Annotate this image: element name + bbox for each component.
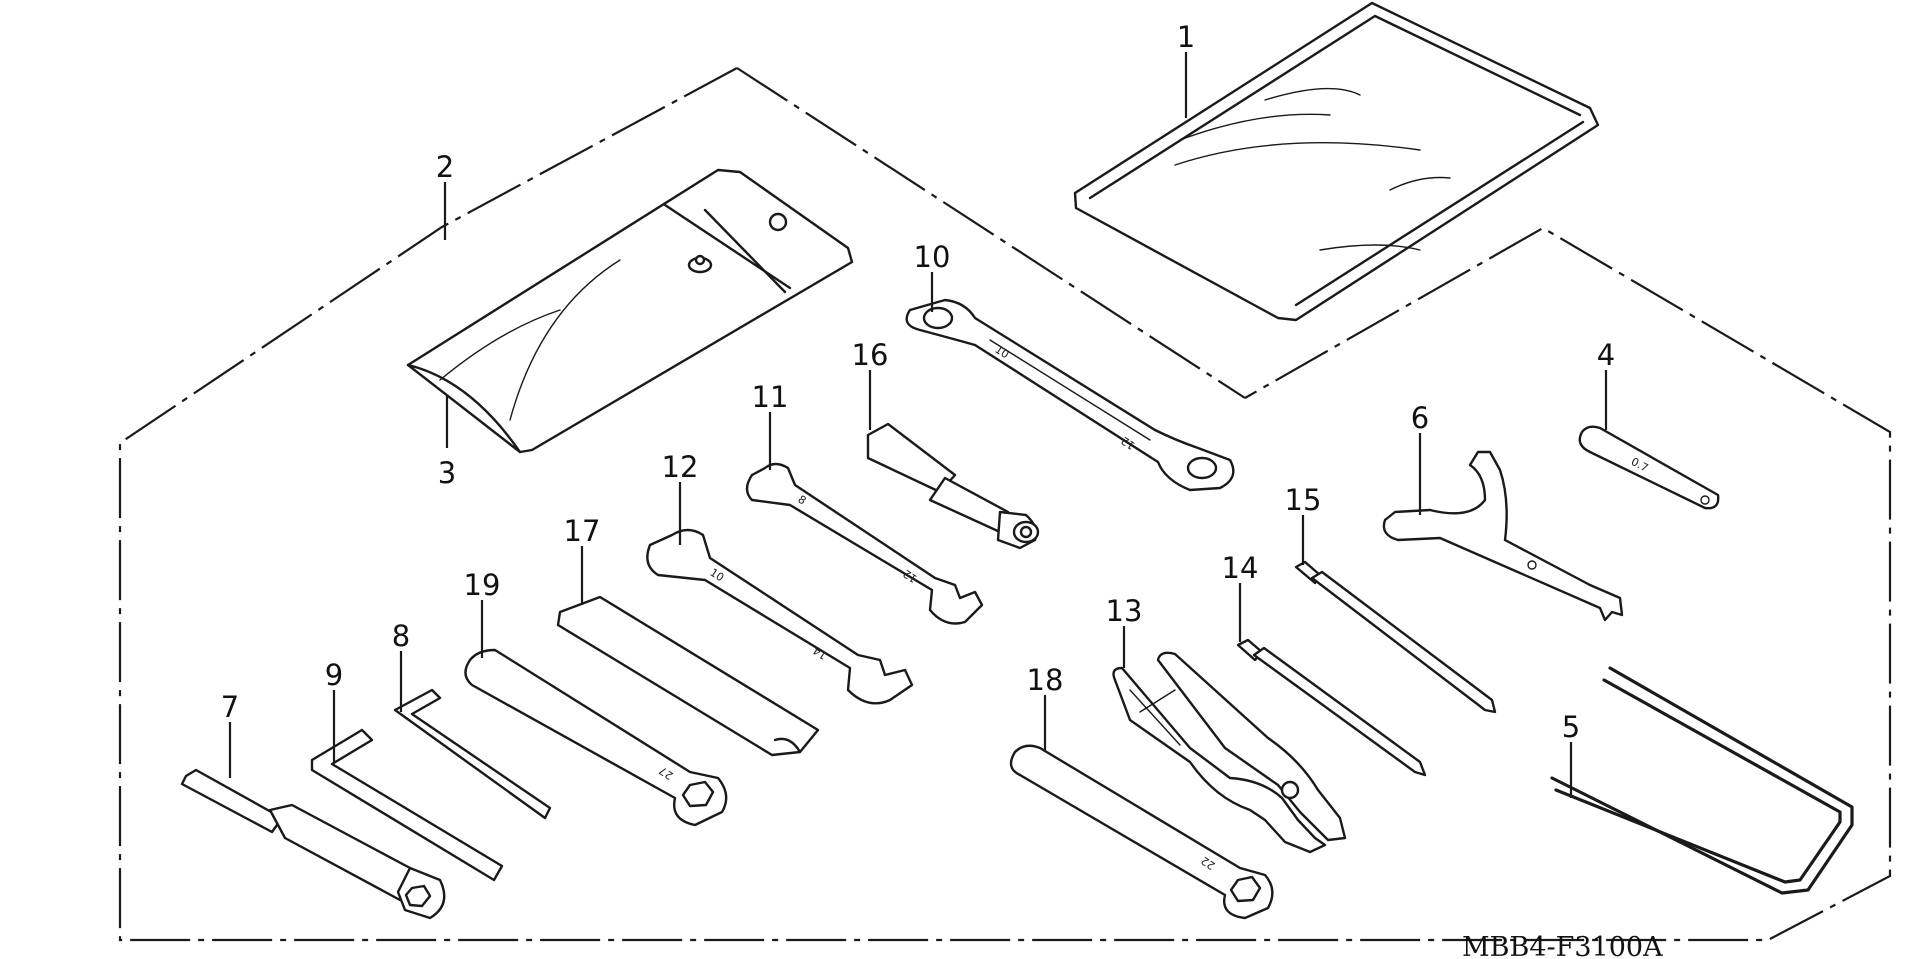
box-wrench-27: 27 bbox=[464, 648, 728, 827]
callout-19: 19 bbox=[464, 568, 501, 602]
callout-1: 1 bbox=[1177, 20, 1195, 54]
feeler-gauge: 0.7 bbox=[1578, 425, 1720, 510]
callout-15: 15 bbox=[1285, 483, 1322, 517]
flat-bar bbox=[556, 595, 820, 757]
callout-18: 18 bbox=[1027, 663, 1064, 697]
pliers bbox=[1112, 651, 1347, 854]
screwdriver-phillips bbox=[1294, 560, 1497, 714]
callout-5: 5 bbox=[1562, 710, 1580, 744]
socket-handle bbox=[866, 422, 1040, 550]
callout-2: 2 bbox=[436, 150, 454, 184]
callout-4: 4 bbox=[1597, 338, 1615, 372]
callout-9: 9 bbox=[325, 658, 343, 692]
callout-8: 8 bbox=[392, 619, 410, 653]
wrench-11-stamp-b: 12 bbox=[901, 567, 920, 586]
callout-numbers: 1 2 3 4 5 6 7 8 9 10 11 12 13 14 15 16 1… bbox=[221, 20, 1615, 744]
kit-boundary bbox=[118, 67, 1892, 942]
wrench-18-stamp: 22 bbox=[1199, 854, 1218, 873]
wrench-12-stamp-a: 10 bbox=[707, 566, 726, 585]
spark-plug-wrench bbox=[180, 768, 446, 920]
wrench-12-stamp-b: 14 bbox=[811, 644, 830, 663]
callout-17: 17 bbox=[564, 514, 601, 548]
hex-key-large bbox=[310, 728, 504, 882]
callout-11: 11 bbox=[752, 380, 789, 414]
callout-7: 7 bbox=[221, 690, 239, 724]
screwdriver-flat bbox=[1236, 638, 1427, 777]
callout-14: 14 bbox=[1222, 551, 1259, 585]
callout-16: 16 bbox=[852, 338, 889, 372]
open-wrench-10x14: 10 14 bbox=[646, 528, 914, 705]
box-wrench-22: 22 bbox=[1009, 744, 1274, 920]
wrench-10-stamp-b: 12 bbox=[1119, 434, 1138, 453]
callout-12: 12 bbox=[662, 450, 699, 484]
ring-wrench-10x12: 10 12 bbox=[905, 298, 1235, 492]
open-wrench-8x12: 8 12 bbox=[745, 462, 984, 625]
diagram-code: MBB4-F3100A bbox=[1462, 932, 1663, 959]
callout-10: 10 bbox=[914, 240, 951, 274]
wrench-19-stamp: 27 bbox=[657, 764, 676, 783]
callout-3: 3 bbox=[438, 456, 456, 490]
tool-wrap bbox=[406, 168, 854, 454]
callout-6: 6 bbox=[1411, 401, 1429, 435]
callout-13: 13 bbox=[1106, 594, 1143, 628]
hook-wire bbox=[1550, 666, 1854, 895]
pin-spanner bbox=[1382, 450, 1624, 622]
leader-lines bbox=[228, 52, 1608, 798]
tool-bag bbox=[1073, 1, 1600, 322]
hex-key-small bbox=[393, 688, 552, 820]
wrench-10-stamp-a: 10 bbox=[992, 343, 1011, 362]
